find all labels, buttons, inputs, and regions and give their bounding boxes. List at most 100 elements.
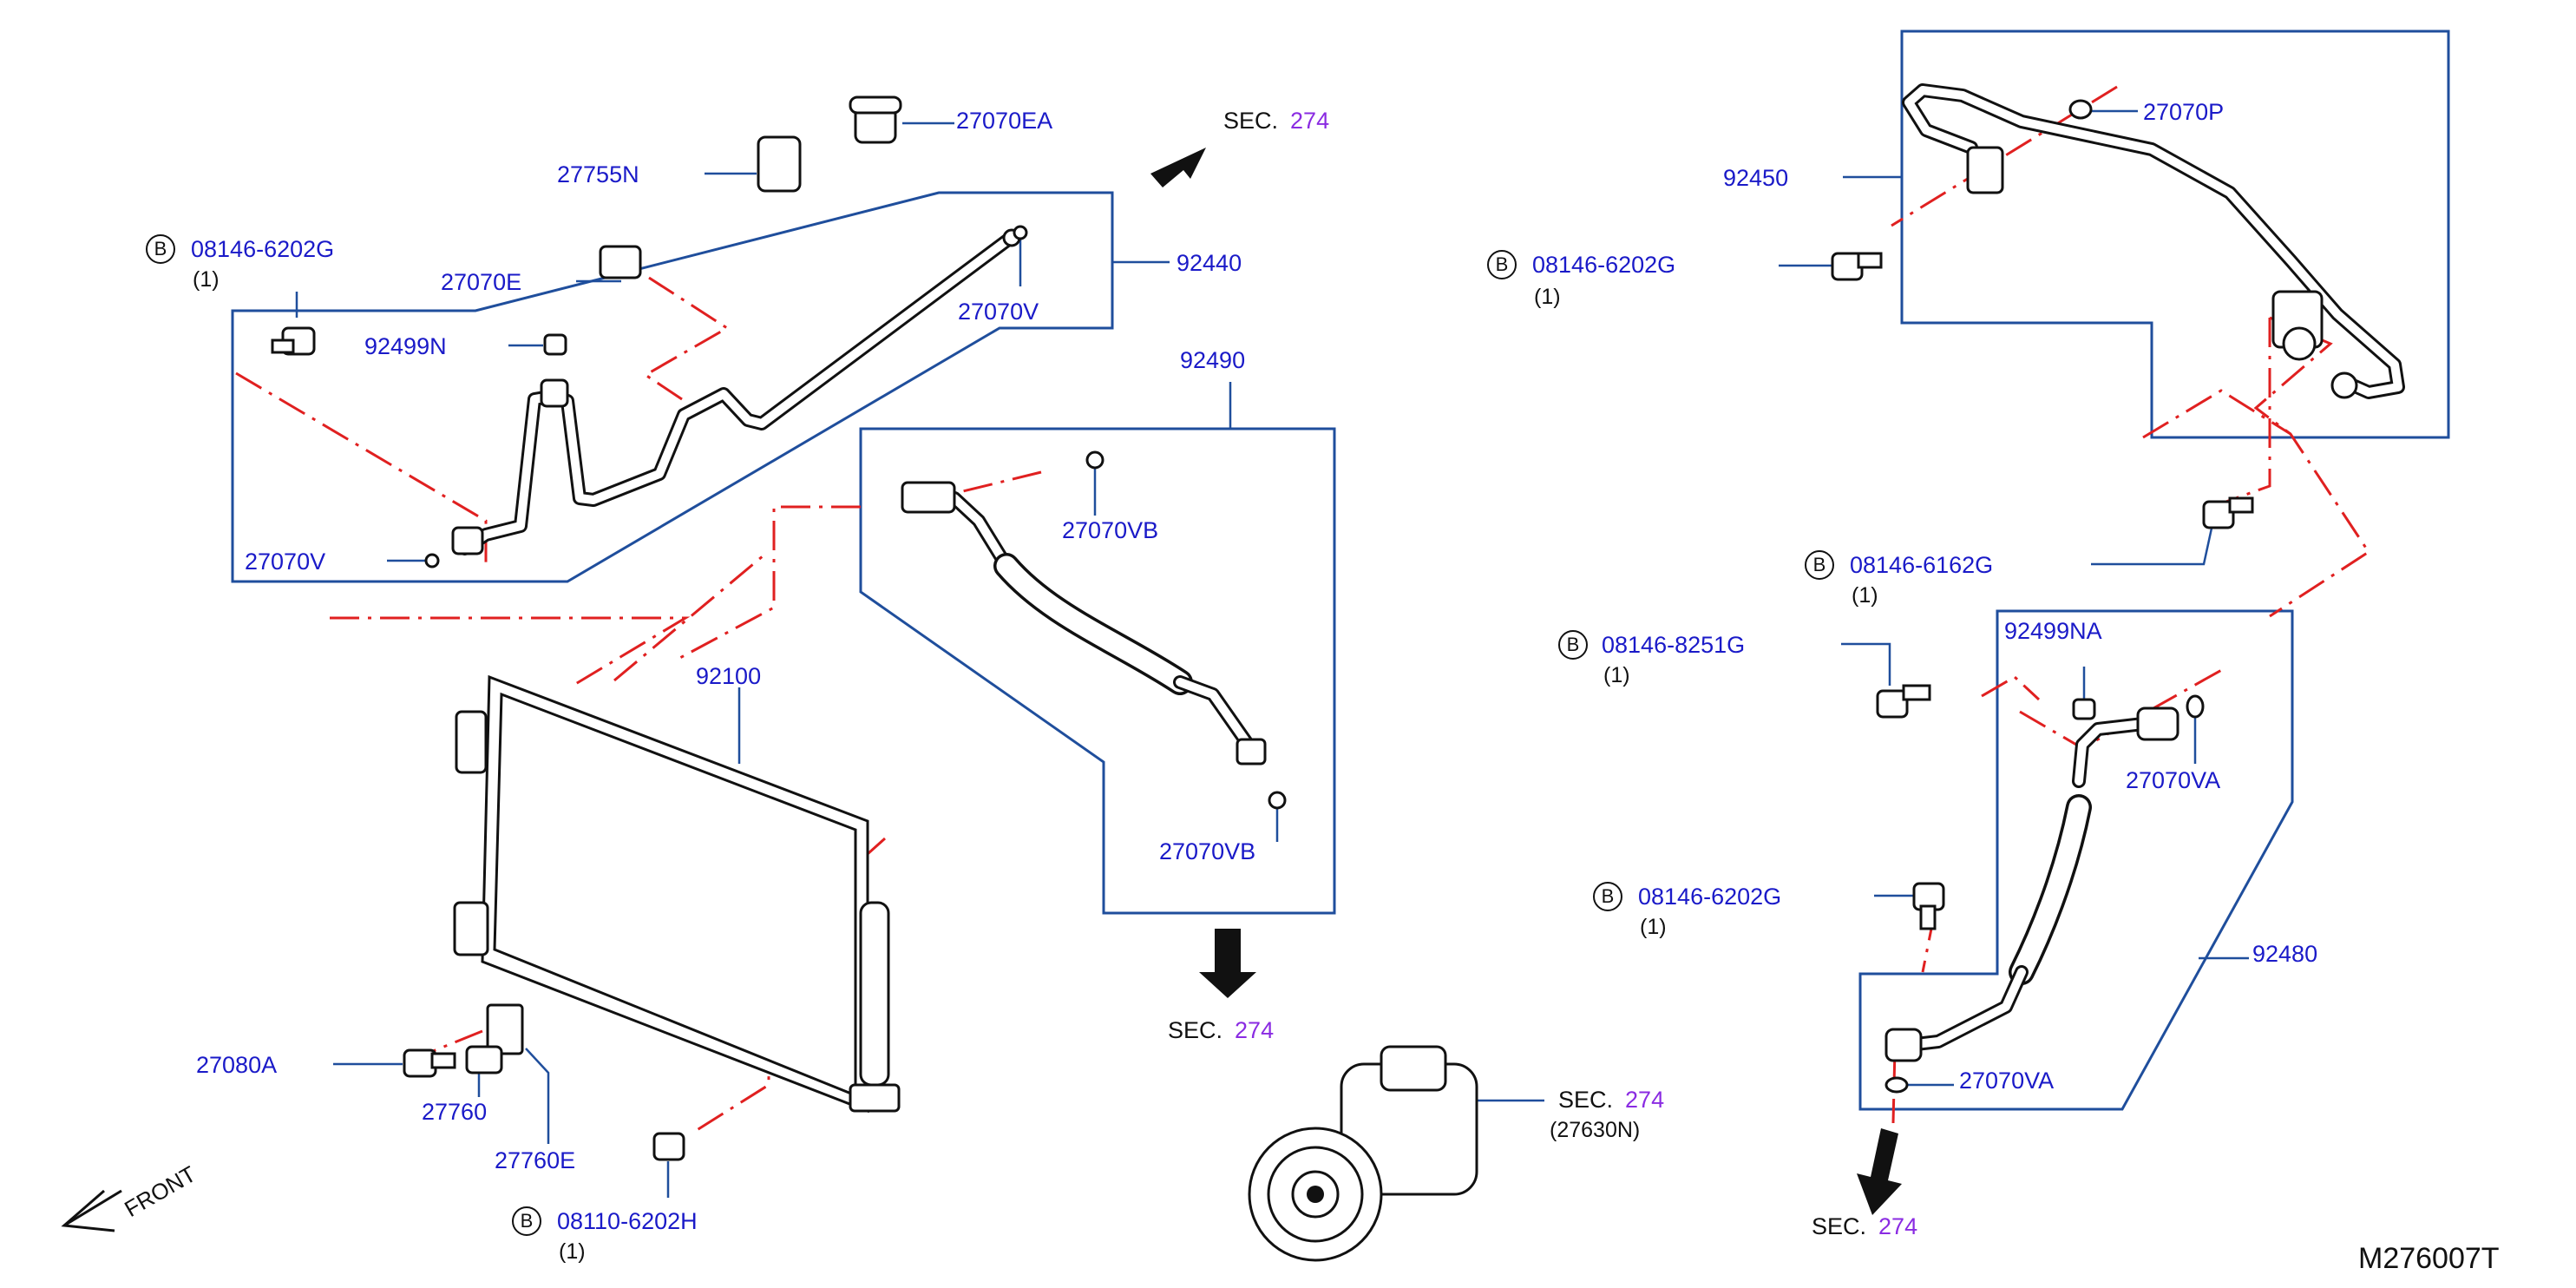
bolt-part-b1: 08146-6202G xyxy=(191,236,335,262)
bolt-part-b3: 08146-6202G xyxy=(1532,252,1676,278)
oring-27070VB-top xyxy=(1085,450,1104,470)
callout-27080A: 27080A xyxy=(196,1052,278,1078)
leader-08146-6162G xyxy=(2091,523,2214,566)
bolt-08110-6202H-shape xyxy=(652,1132,685,1161)
callout-27760E: 27760E xyxy=(495,1147,576,1173)
callout-27755N: 27755N xyxy=(557,161,639,187)
bolt-part-b5: 08146-8251G xyxy=(1602,632,1746,658)
callout-27070V-left: 27070V xyxy=(245,549,326,575)
bolt-08146-6162G-shape xyxy=(2202,496,2254,529)
valve-27070E xyxy=(599,245,642,279)
bolt-marker-b3: B xyxy=(1487,250,1517,279)
leader-27760E xyxy=(525,1048,550,1144)
sec-ref-compressor-word: SEC. xyxy=(1558,1087,1614,1113)
centerline-6 xyxy=(962,470,1042,493)
callout-92450: 92450 xyxy=(1723,165,1789,191)
centerline-9 xyxy=(1891,85,2118,227)
cap-92499NA xyxy=(2072,698,2096,720)
hose-92480-fitting-top xyxy=(2136,706,2179,741)
arrow-sec-bottom xyxy=(1857,1128,1902,1215)
sec-ref-bottom[interactable]: SEC. 274 xyxy=(1812,1213,1917,1239)
callout-27760: 27760 xyxy=(422,1099,488,1125)
bolt-part-b2: 08110-6202H xyxy=(557,1208,698,1234)
clip-27760 xyxy=(465,1045,503,1074)
bracket-27760E xyxy=(486,1003,524,1055)
centerline-5 xyxy=(676,505,861,661)
bolt-marker-b2: B xyxy=(512,1206,541,1236)
bolt-qty-b2: (1) xyxy=(559,1239,586,1264)
bolt-part-b4: 08146-6162G xyxy=(1850,552,1994,578)
diagram-code: M276007T xyxy=(2358,1242,2500,1275)
frame-92480 xyxy=(1858,609,2294,1111)
sec-ref-top-num: 274 xyxy=(1290,108,1330,134)
bolt-qty-b5: (1) xyxy=(1603,663,1630,687)
callout-92440: 92440 xyxy=(1177,250,1242,276)
callout-27070E: 27070E xyxy=(441,269,522,295)
hose-92490-fitting xyxy=(901,481,956,514)
callout-92480: 92480 xyxy=(2252,941,2318,967)
pipe-92440-fitting-low xyxy=(451,526,484,555)
oring-27070VA-bot xyxy=(1884,1076,1909,1094)
bolt-27080A-shape xyxy=(403,1048,456,1078)
front-arrow-shaft xyxy=(63,1189,122,1227)
oring-27070V-left xyxy=(424,553,440,568)
oring-27070VA-top xyxy=(2186,694,2205,719)
sec-ref-top-word: SEC. xyxy=(1223,108,1279,134)
centerline-10 xyxy=(2220,318,2271,505)
bolt-qty-b6: (1) xyxy=(1640,915,1667,939)
receiver-drier xyxy=(859,901,890,1087)
bolt-08146-6202G-low-shape xyxy=(1912,882,1945,930)
pipe-92450-port xyxy=(2282,326,2317,361)
callout-92499N: 92499N xyxy=(364,333,447,359)
callout-27070EA: 27070EA xyxy=(956,108,1053,134)
bolt-qty-b1: (1) xyxy=(193,267,220,292)
arrow-sec-mid xyxy=(1199,929,1256,998)
bolt-qty-b4: (1) xyxy=(1852,583,1878,608)
centerline-4 xyxy=(643,276,730,401)
sec-ref-bottom-word: SEC. xyxy=(1812,1213,1867,1239)
centerline-2 xyxy=(330,616,691,687)
pipe-92440-fitting-mid xyxy=(540,378,569,408)
sec-ref-compressor[interactable]: SEC. 274 xyxy=(1558,1087,1664,1113)
bolt-08146-6202G-left-shape xyxy=(271,326,316,356)
clip-27755N xyxy=(757,135,802,193)
oring-27070VB-bot xyxy=(1268,791,1287,810)
frame-92450 xyxy=(1900,30,2450,439)
arrow-sec-top xyxy=(1150,148,1206,187)
bolt-08146-6202G-right-shape xyxy=(1831,252,1883,281)
callout-27070VA-bot: 27070VA xyxy=(1959,1068,2055,1094)
pipe-92450-clip xyxy=(1966,146,2004,194)
bolt-marker-b1: B xyxy=(146,234,175,264)
pipe-92450-end xyxy=(2330,371,2358,399)
leader-08146-8251G xyxy=(1841,642,1891,686)
centerline-11 xyxy=(2253,316,2371,618)
frame-92490 xyxy=(859,427,1336,915)
callout-92490: 92490 xyxy=(1180,347,1246,373)
callout-27070VB-top: 27070VB xyxy=(1062,517,1159,543)
bolt-marker-b5: B xyxy=(1558,630,1588,660)
oring-27070V-top xyxy=(1013,225,1028,240)
callout-27070V-top: 27070V xyxy=(958,299,1039,325)
sec-ref-bottom-num: 274 xyxy=(1878,1213,1918,1239)
hose-92490-block xyxy=(1236,738,1267,766)
bolt-part-b6: 08146-6202G xyxy=(1638,884,1782,910)
callout-27070P: 27070P xyxy=(2143,99,2225,125)
sec-ref-mid[interactable]: SEC.274 xyxy=(1168,1017,1274,1043)
condenser-bracket-top xyxy=(455,710,488,774)
sec-ref-top[interactable]: SEC. 274 xyxy=(1223,108,1329,134)
sec-ref-compressor-num: 274 xyxy=(1625,1087,1665,1113)
bolt-marker-b4: B xyxy=(1805,550,1834,580)
callout-27070VA-top: 27070VA xyxy=(2126,767,2221,793)
cap-27070EA-top xyxy=(849,95,902,115)
cap-92499N xyxy=(543,333,567,356)
callout-92100: 92100 xyxy=(696,663,762,689)
centerline-3 xyxy=(613,554,764,682)
oring-27070P xyxy=(2068,99,2093,120)
sec-ref-mid-word: SEC. xyxy=(1168,1017,1223,1043)
bolt-marker-b6: B xyxy=(1593,882,1622,911)
condenser-bracket-bottom xyxy=(453,901,489,956)
hose-92480-fitting-bottom xyxy=(1884,1028,1923,1062)
condenser-tank-fitting xyxy=(849,1083,901,1113)
